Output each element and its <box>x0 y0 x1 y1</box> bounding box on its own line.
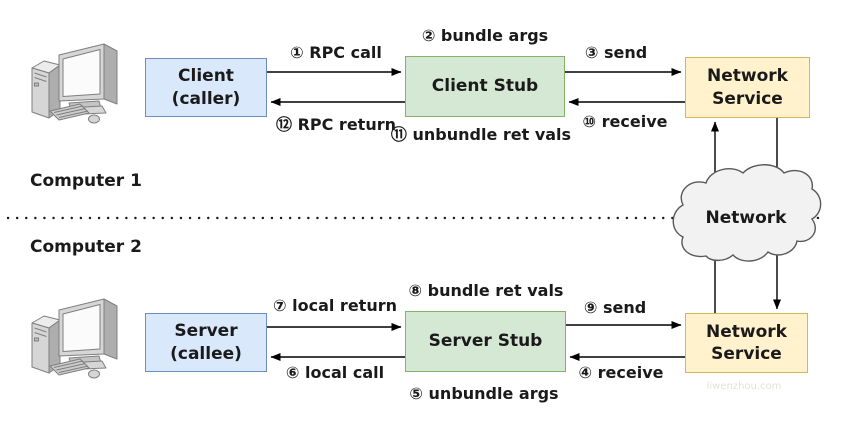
computer2-icon <box>31 298 118 379</box>
step4-receive-label: ④ receive <box>578 363 664 382</box>
server-box: Server (callee) <box>145 313 267 372</box>
step2-bundle-args-label: ② bundle args <box>421 26 549 45</box>
step3-send-label: ③ send <box>584 43 648 62</box>
step10-receive-label: ⑩ receive <box>582 112 668 131</box>
step7-local-return-label: ⑦ local return <box>273 296 397 315</box>
step5-unbundle-args-label: ⑤ unbundle args <box>409 384 559 403</box>
network-service-bottom-box: Network Service <box>685 313 808 373</box>
step6-local-call-label: ⑥ local call <box>285 363 385 382</box>
step11-unbundle-ret-label: ⑪ unbundle ret vals <box>390 125 572 144</box>
step8-bundle-ret-label: ⑧ bundle ret vals <box>408 281 564 300</box>
step9-send-label: ⑨ send <box>583 298 647 317</box>
computer1-icon <box>31 43 118 124</box>
step1-rpc-call-label: ① RPC call <box>290 43 382 62</box>
step12-rpc-return-label: ⑫ RPC return <box>276 115 396 134</box>
network-cloud-label: Network <box>705 208 787 228</box>
computer2-label: Computer 2 <box>30 237 142 257</box>
client-stub-box: Client Stub <box>405 56 565 117</box>
server-stub-box: Server Stub <box>405 311 566 372</box>
watermark: liwenzhou.com <box>706 381 782 392</box>
network-service-top-box: Network Service <box>685 57 810 118</box>
client-box: Client (caller) <box>145 58 267 117</box>
computer1-label: Computer 1 <box>30 171 142 191</box>
network-cloud <box>672 164 822 262</box>
